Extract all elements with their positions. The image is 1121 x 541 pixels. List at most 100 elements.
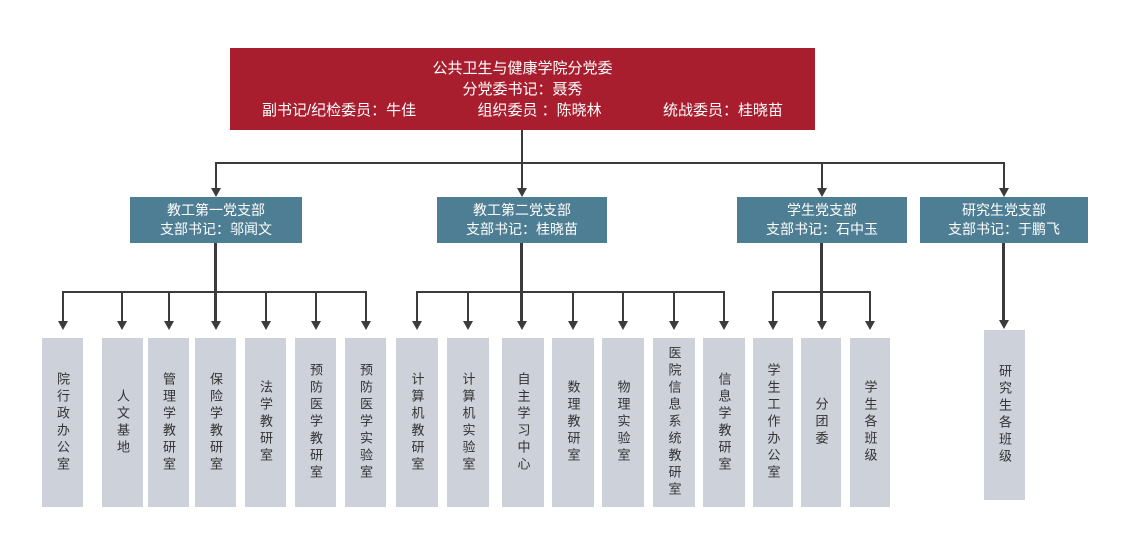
leaf-label: 计算机实验室 — [460, 371, 476, 474]
connector-arrow — [817, 188, 827, 197]
connector-line — [520, 243, 523, 322]
connector-arrow — [361, 321, 371, 330]
branch-4-name: 研究生党支部 — [962, 202, 1046, 218]
connector-arrow — [669, 321, 679, 330]
leaf-label: 自主学习中心 — [515, 371, 531, 474]
branch-4-secretary: 支部书记：于鹏飞 — [948, 221, 1060, 237]
leaf-box: 人文基地 — [102, 338, 143, 507]
leaf-label: 数理教研室 — [565, 380, 581, 465]
connector-arrow — [517, 321, 527, 330]
connector-line — [467, 293, 469, 322]
connector-arrow — [211, 188, 221, 197]
connector-arrow — [517, 188, 527, 197]
connector-line — [416, 291, 418, 322]
officer-united-front: 统战委员：桂晓苗 — [662, 101, 783, 119]
leaf-box: 法学教研室 — [245, 338, 286, 507]
leaf-box: 分团委 — [801, 338, 841, 507]
leaf-box: 学生工作办公室 — [753, 338, 793, 507]
root-committee-box: 公共卫生与健康学院分党委 分党委书记：聂秀 副书记/纪检委员：牛佳 组织委员 ：… — [230, 48, 815, 130]
connector-arrow — [311, 321, 321, 330]
connector-line — [168, 293, 170, 322]
connector-line — [572, 293, 574, 322]
connector-line — [1003, 162, 1005, 189]
root-committee-title: 公共卫生与健康学院分党委 — [432, 59, 613, 77]
branch-1-secretary: 支部书记：邬闻文 — [160, 221, 272, 237]
connector-line — [62, 291, 367, 293]
connector-arrow — [211, 321, 221, 330]
root-committee-secretary: 分党委书记：聂秀 — [462, 80, 583, 98]
leaf-label: 分团委 — [813, 397, 829, 448]
connector-arrow — [999, 188, 1009, 197]
connector-arrow — [261, 321, 271, 330]
connector-arrow — [463, 321, 473, 330]
leaf-label: 院行政办公室 — [55, 371, 70, 474]
connector-arrow — [719, 321, 729, 330]
connector-line — [416, 291, 725, 293]
connector-line — [772, 291, 871, 293]
officer-organization: 组织委员 ：陈晓林 — [477, 101, 602, 119]
connector-line — [1002, 243, 1005, 321]
connector-line — [62, 291, 64, 322]
branch-2-name: 教工第二党支部 — [473, 202, 571, 218]
leaf-label: 学生工作办公室 — [765, 363, 781, 482]
connector-line — [772, 291, 774, 322]
connector-line — [622, 293, 624, 322]
leaf-label: 保险学教研室 — [208, 371, 223, 474]
leaf-box: 管理学教研室 — [148, 338, 189, 507]
connector-arrow — [58, 321, 68, 330]
connector-line — [121, 293, 123, 322]
branch-2-box: 教工第二党支部 支部书记：桂晓苗 — [437, 197, 607, 243]
leaf-box: 预防医学实验室 — [345, 338, 386, 507]
connector-arrow — [768, 321, 778, 330]
connector-arrow — [999, 320, 1009, 329]
leaf-label: 计算机教研室 — [409, 371, 425, 474]
leaf-label: 法学教研室 — [258, 380, 273, 465]
leaf-box: 保险学教研室 — [195, 338, 236, 507]
branch-4-box: 研究生党支部 支部书记：于鹏飞 — [920, 197, 1088, 243]
leaf-label: 人文基地 — [115, 388, 130, 457]
connector-line — [214, 243, 217, 322]
leaf-label: 医院信息系统教研室 — [666, 346, 682, 499]
connector-line — [215, 162, 1005, 164]
leaf-box: 计算机实验室 — [447, 338, 489, 507]
leaf-box: 计算机教研室 — [396, 338, 438, 507]
leaf-box: 自主学习中心 — [502, 338, 544, 507]
leaf-box: 医院信息系统教研室 — [653, 338, 695, 507]
connector-line — [215, 162, 217, 189]
leaf-box: 学生各班级 — [850, 338, 890, 507]
connector-line — [521, 162, 523, 189]
leaf-label: 预防医学教研室 — [308, 363, 323, 482]
branch-3-name: 学生党支部 — [787, 202, 857, 218]
leaf-label: 研究生各班级 — [997, 364, 1012, 466]
leaf-label: 学生各班级 — [862, 380, 878, 465]
officer-deputy-secretary: 副书记/纪检委员：牛佳 — [262, 101, 417, 119]
branch-1-name: 教工第一党支部 — [167, 202, 265, 218]
branch-2-secretary: 支部书记：桂晓苗 — [466, 221, 578, 237]
leaf-box: 预防医学教研室 — [295, 338, 336, 507]
connector-line — [821, 162, 823, 189]
leaf-label: 预防医学实验室 — [358, 363, 373, 482]
leaf-label: 物理实验室 — [615, 380, 631, 465]
leaf-box: 信息学教研室 — [703, 338, 745, 507]
connector-arrow — [117, 321, 127, 330]
connector-arrow — [618, 321, 628, 330]
leaf-label: 管理学教研室 — [161, 371, 176, 474]
connector-line — [365, 291, 367, 322]
branch-1-box: 教工第一党支部 支部书记：邬闻文 — [130, 197, 302, 243]
connector-line — [869, 291, 871, 322]
branch-3-secretary: 支部书记：石中玉 — [766, 221, 878, 237]
connector-line — [723, 291, 725, 322]
leaf-box: 院行政办公室 — [42, 338, 83, 507]
leaf-label: 信息学教研室 — [716, 371, 732, 474]
leaf-box: 物理实验室 — [602, 338, 644, 507]
connector-line — [820, 243, 823, 322]
connector-arrow — [568, 321, 578, 330]
connector-line — [265, 293, 267, 322]
connector-arrow — [817, 321, 827, 330]
connector-arrow — [164, 321, 174, 330]
connector-line — [673, 293, 675, 322]
connector-line — [521, 130, 523, 164]
root-committee-officers: 副书记/纪检委员：牛佳 组织委员 ：陈晓林 统战委员：桂晓苗 — [230, 100, 815, 121]
leaf-box: 研究生各班级 — [984, 330, 1025, 500]
